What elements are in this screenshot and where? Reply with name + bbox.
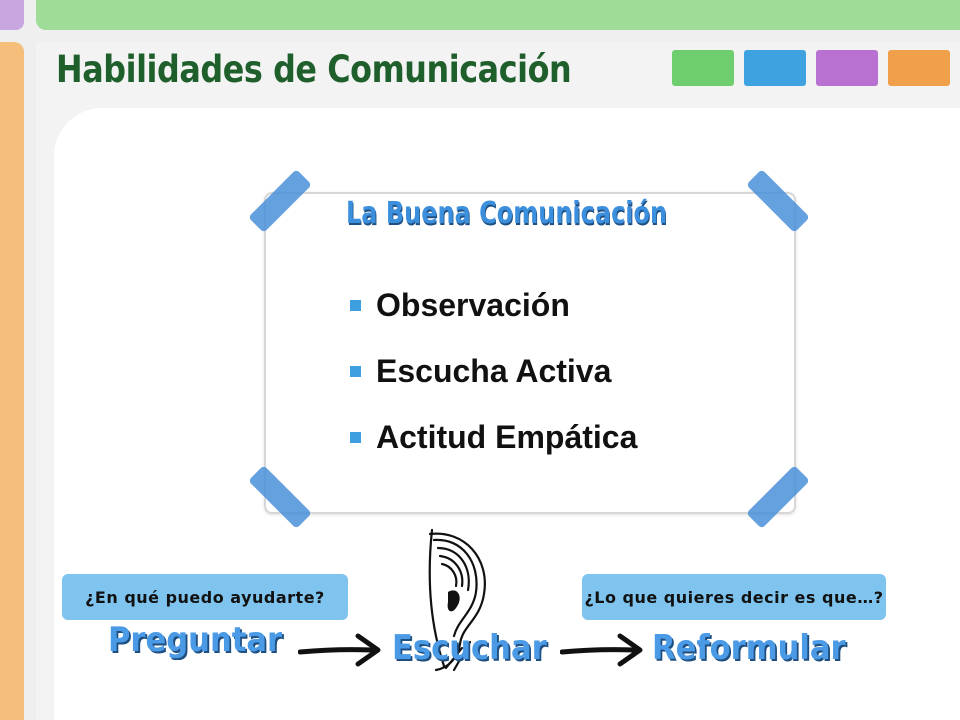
question-bubble: ¿En qué puedo ayudarte?	[62, 574, 348, 620]
square-bullet-icon	[350, 299, 361, 311]
list-item-label: Escucha Activa	[376, 352, 612, 389]
rephrase-text: ¿Lo que quieres decir es que…?	[584, 587, 884, 607]
list-item-label: Observación	[376, 286, 570, 323]
orange-swatch	[888, 50, 950, 86]
square-bullet-icon	[350, 431, 361, 443]
question-text: ¿En qué puedo ayudarte?	[85, 587, 325, 607]
arrow-right-icon	[560, 633, 643, 667]
skills-list: Observación Escucha Activa Actitud Empát…	[350, 272, 637, 470]
purple-swatch	[816, 50, 878, 86]
corner-tab	[0, 0, 24, 30]
arrow-right-icon	[298, 633, 381, 667]
list-item: Escucha Activa	[350, 338, 637, 404]
green-swatch	[672, 50, 734, 86]
blue-swatch	[744, 50, 806, 86]
top-color-strip	[36, 0, 960, 30]
list-item: Observación	[350, 272, 637, 338]
step-rephrase: Reformular	[652, 628, 846, 668]
step-listen: Escuchar	[392, 628, 547, 668]
square-bullet-icon	[350, 365, 361, 377]
ear-icon	[428, 528, 486, 672]
taped-note	[264, 192, 796, 514]
page-title: Habilidades de Comunicación	[56, 48, 572, 91]
list-item-label: Actitud Empática	[376, 418, 638, 455]
list-item: Actitud Empática	[350, 404, 637, 470]
note-title: La Buena Comunicación	[346, 196, 668, 231]
side-color-strip	[0, 42, 24, 720]
rephrase-bubble: ¿Lo que quieres decir es que…?	[582, 574, 886, 620]
step-ask: Preguntar	[108, 620, 283, 660]
